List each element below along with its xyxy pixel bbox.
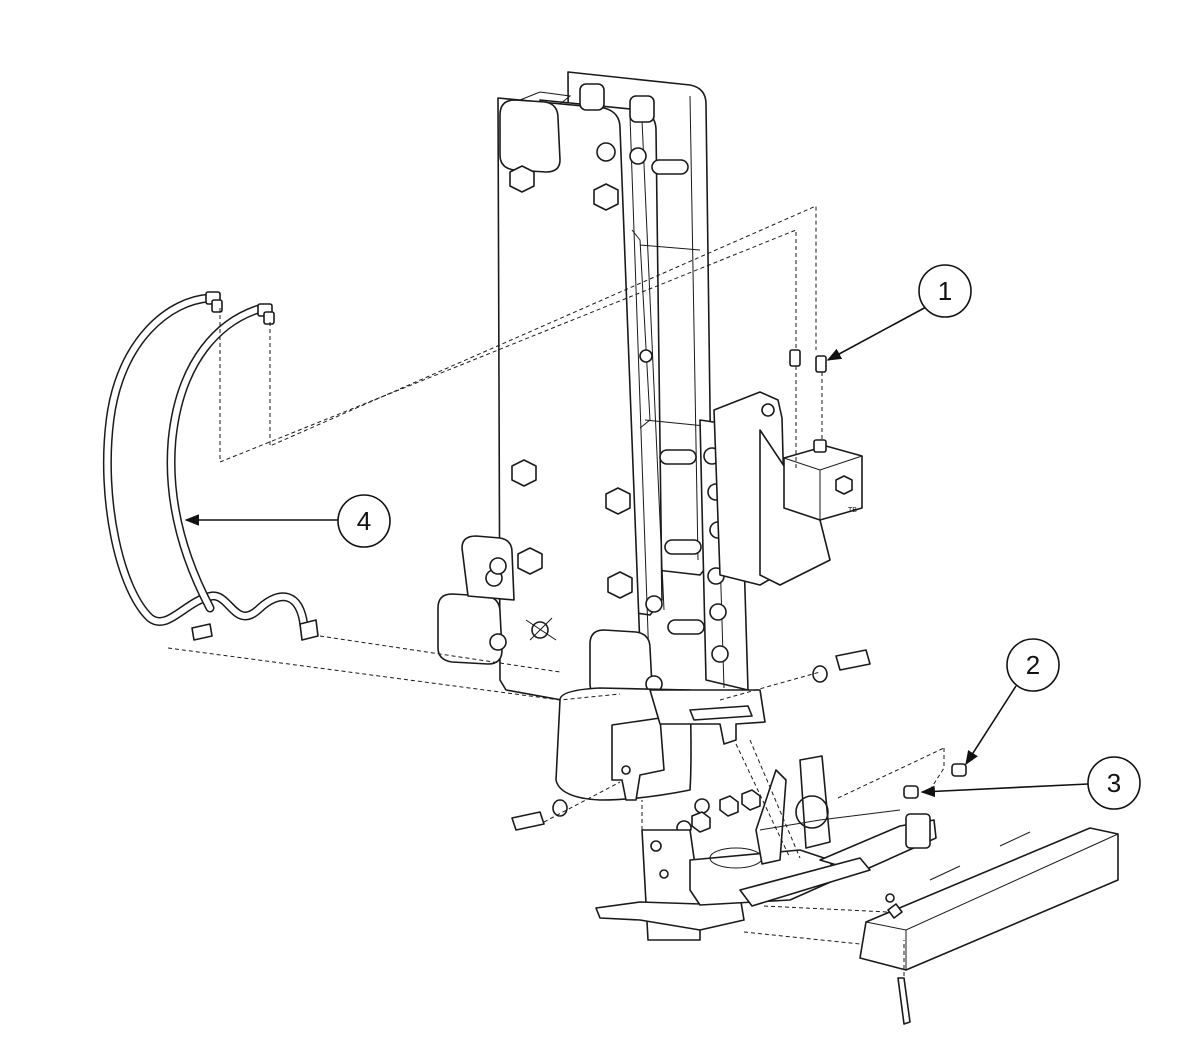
- shelf-plate: [859, 827, 1119, 971]
- callout-1-number: 1: [938, 276, 952, 306]
- valve-block: TB: [783, 439, 863, 521]
- assembly-dashed-lines: [167, 205, 945, 976]
- valve-block-stamp: TB: [848, 507, 857, 514]
- callout-2-number: 2: [1026, 650, 1040, 680]
- main-plate-assembly: [437, 71, 749, 713]
- hex-bolts: [489, 142, 729, 693]
- fittings-at-valve-block: [789, 349, 827, 373]
- callout-4: 4: [184, 494, 391, 548]
- cylinder-fittings: [903, 763, 967, 799]
- callout-3-number: 3: [1107, 768, 1121, 798]
- lower-mechanism: [595, 755, 937, 941]
- callout-3: 3: [920, 756, 1141, 810]
- callout-1: 1: [826, 264, 972, 361]
- loose-fasteners: [511, 649, 911, 1025]
- hydraulic-hoses: [102, 291, 319, 641]
- callout-2: 2: [965, 638, 1060, 766]
- callout-4-number: 4: [357, 506, 371, 536]
- base-bracket: [555, 687, 766, 801]
